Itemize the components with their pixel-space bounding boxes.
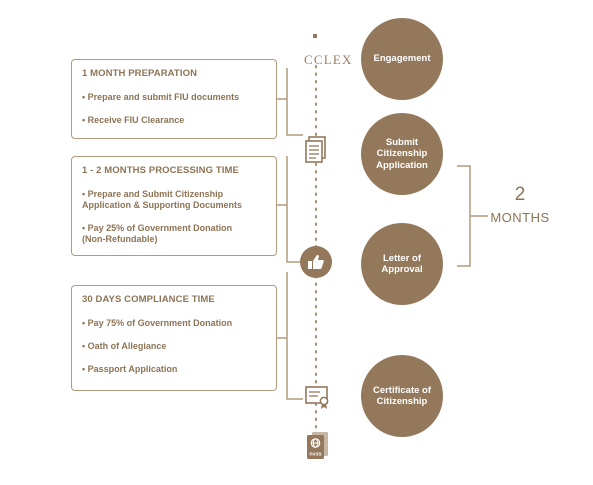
passport-icon: PASS xyxy=(307,432,328,459)
step-submit-application: Submit Citizenship Application xyxy=(361,113,443,195)
phase-title: 1 MONTH PREPARATION xyxy=(82,68,198,79)
step-label: Submit Citizenship Application xyxy=(376,136,428,171)
phase-item: • Passport Application xyxy=(82,364,178,374)
phase-item: • Pay 25% of Government Donation xyxy=(82,223,233,233)
bracket-compliance xyxy=(277,272,303,400)
phase-item: • Pay 75% of Government Donation xyxy=(82,318,233,328)
brand-logo: CCLEX xyxy=(304,52,353,67)
phase-item: • Prepare and submit FIU documents xyxy=(82,92,240,102)
bracket-prep xyxy=(277,68,303,136)
phase-item: Application & Supporting Documents xyxy=(82,200,242,210)
step-label: Certificate of Citizenship xyxy=(372,384,432,408)
phase-title: 30 DAYS COMPLIANCE TIME xyxy=(82,294,215,305)
phase-item: • Receive FIU Clearance xyxy=(82,115,185,125)
phase-box-preparation: 1 MONTH PREPARATION • Prepare and submit… xyxy=(71,59,277,139)
phase-title: 1 - 2 MONTHS PROCESSING TIME xyxy=(82,165,239,176)
duration-number: 2 xyxy=(514,184,526,205)
svg-text:PASS: PASS xyxy=(310,452,322,457)
phase-item: • Prepare and Submit Citizenship xyxy=(82,189,224,199)
bracket-processing xyxy=(277,156,300,263)
step-certificate-of-citizenship: Certificate of Citizenship xyxy=(361,355,443,437)
thumbs-up-badge xyxy=(300,246,332,278)
step-label: Letter of Approval xyxy=(381,252,423,276)
duration-unit: MONTHS xyxy=(490,210,550,225)
phase-item: • Oath of Allegiance xyxy=(82,341,167,351)
certificate-icon xyxy=(305,386,329,409)
document-icon xyxy=(305,136,326,163)
months-bracket xyxy=(457,165,488,267)
phase-box-processing: 1 - 2 MONTHS PROCESSING TIME • Prepare a… xyxy=(71,156,277,256)
phase-item: (Non-Refundable) xyxy=(82,234,158,244)
step-label: Engagement xyxy=(373,53,431,65)
thumbs-up-icon xyxy=(308,254,324,269)
timeline-top-dot xyxy=(313,34,317,38)
phase-box-compliance: 30 DAYS COMPLIANCE TIME • Pay 75% of Gov… xyxy=(71,285,277,391)
step-engagement: Engagement xyxy=(361,18,443,100)
step-letter-of-approval: Letter of Approval xyxy=(361,223,443,305)
